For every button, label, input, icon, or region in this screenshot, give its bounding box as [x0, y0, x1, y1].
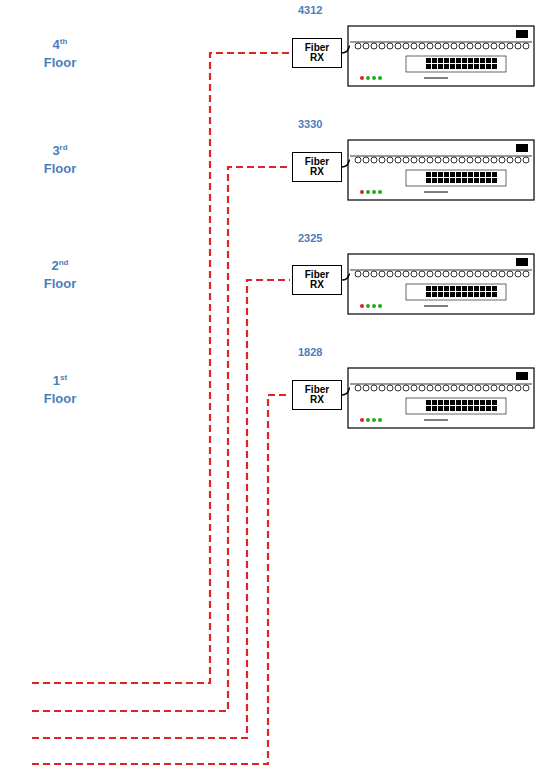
room-number: 2325	[298, 232, 322, 244]
fiber-receiver: Fiber RX	[292, 152, 342, 182]
fiber-receiver: Fiber RX	[292, 38, 342, 68]
fiber-run	[32, 395, 290, 764]
fiber-receiver: Fiber RX	[292, 265, 342, 295]
device-label: Fiber RX	[302, 270, 332, 291]
fiber-run	[32, 167, 290, 711]
fiber-run	[32, 280, 290, 738]
room-number: 1828	[298, 346, 322, 358]
device-label: Fiber RX	[302, 385, 332, 406]
room-number: 3330	[298, 118, 322, 130]
patch-cable	[342, 274, 350, 280]
floor-label: 2nd Floor	[38, 257, 82, 292]
patch-cable	[342, 388, 350, 395]
floor-label: 4th Floor	[38, 36, 82, 71]
patch-cable	[342, 160, 350, 167]
device-label: Fiber RX	[302, 157, 332, 178]
floor-label: 1st Floor	[38, 372, 82, 407]
network-switch	[348, 254, 534, 314]
room-number: 4312	[298, 4, 322, 16]
device-label: Fiber RX	[302, 43, 332, 64]
fiber-run	[32, 53, 290, 683]
network-switch	[348, 140, 534, 200]
network-switch	[348, 26, 534, 86]
network-switch	[348, 368, 534, 428]
fiber-receiver: Fiber RX	[292, 380, 342, 410]
patch-cable	[342, 46, 350, 53]
floor-label: 3rd Floor	[38, 142, 82, 177]
